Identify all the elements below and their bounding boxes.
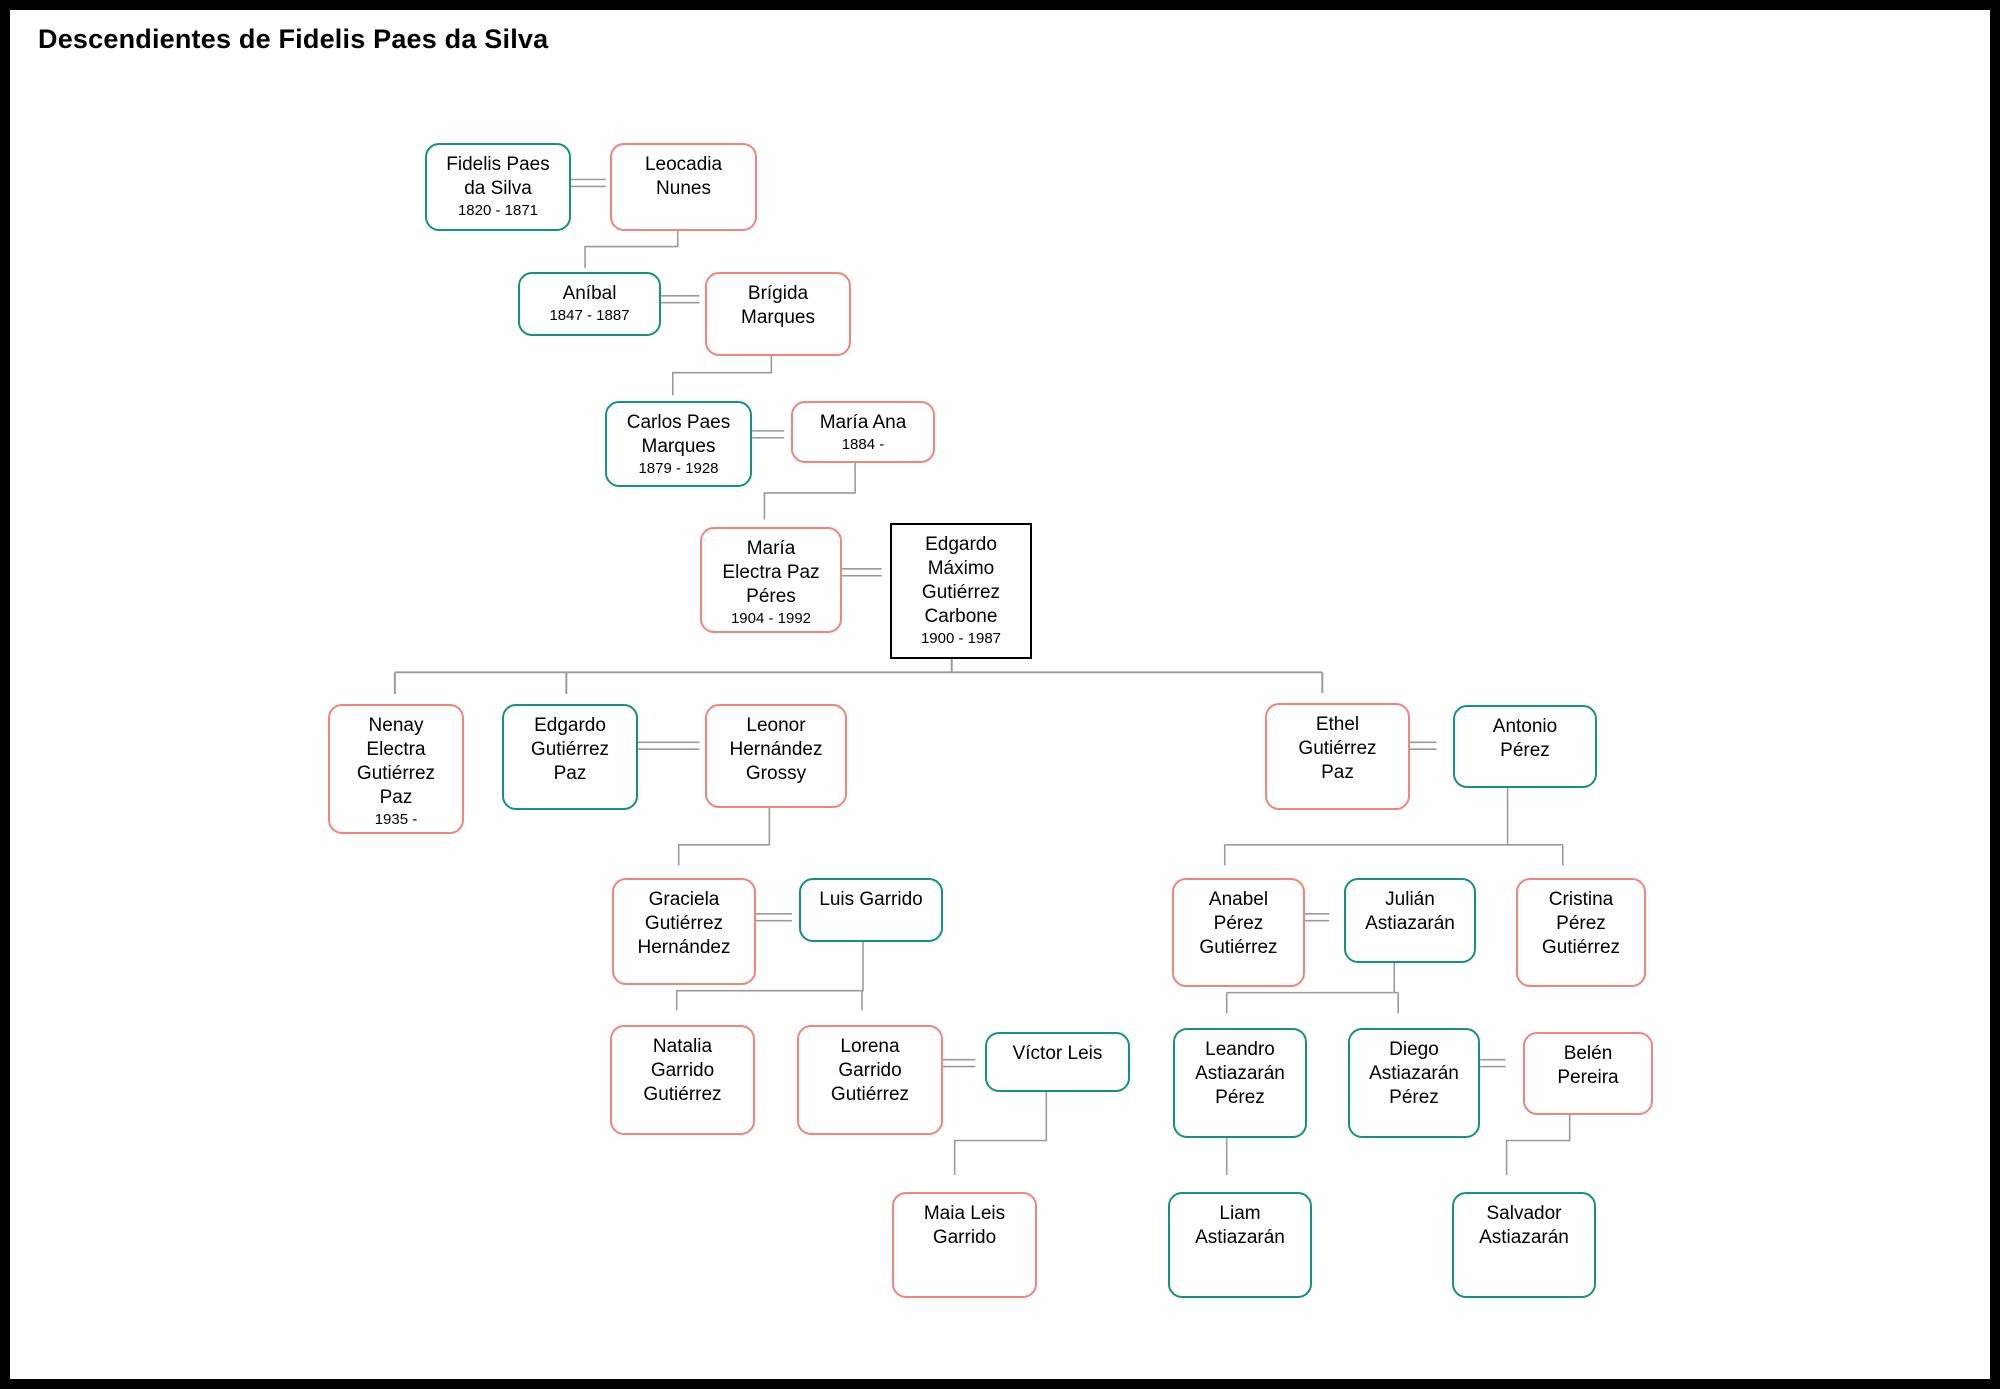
person-dates: 1884 - [841,436,885,453]
person-name: Cristina Pérez Gutiérrez [1541,889,1621,958]
person-victor-leis[interactable]: Víctor Leis [985,1032,1130,1092]
person-name: Aníbal [562,283,617,304]
person-name: Brígida Marques [741,283,815,328]
person-carlos-paes-marques[interactable]: Carlos Paes Marques 1879 - 1928 [605,401,752,487]
person-name: Carlos Paes Marques [626,412,731,457]
child-connector-antonio-children [1223,776,1564,866]
person-maria-electra-paz-peres[interactable]: María Electra Paz Péres 1904 - 1992 [700,527,842,633]
person-name: Nenay Electra Gutiérrez Paz [356,715,436,808]
child-connector-luis-children [675,928,864,1011]
marriage-connector-edgardogp-leonor [633,741,700,750]
person-graciela-gutierrez-hernandez[interactable]: Graciela Gutiérrez Hernández [612,878,756,985]
connector-lines [393,178,1571,1175]
person-name: María Ana [819,412,907,433]
child-connector-brigida-carlos [671,351,773,396]
person-name: María Electra Paz Péres [722,538,820,607]
person-name: Julián Astiazarán [1365,889,1455,934]
person-julian-astiazaran[interactable]: Julián Astiazarán [1344,878,1476,963]
person-name: Belén Pereira [1557,1043,1619,1088]
person-name: Ethel Gutiérrez Paz [1298,714,1377,783]
child-connector-leonor-graciela [677,796,771,866]
person-name: Anabel Pérez Gutiérrez [1199,889,1278,958]
child-connector-leocadia-anibal [584,227,679,269]
person-name: Natalia Garrido Gutiérrez [643,1036,722,1105]
person-antonio-perez[interactable]: Antonio Pérez [1453,705,1597,788]
person-dates: 1904 - 1992 [730,610,812,627]
person-leandro-astiazaran-perez[interactable]: Leandro Astiazarán Pérez [1173,1028,1307,1138]
person-anibal[interactable]: Aníbal 1847 - 1887 [518,272,661,336]
child-connector-edgardomaximo-children [393,649,1324,695]
child-connector-julian-children [1225,949,1399,1014]
person-name: Leonor Hernández Grossy [729,715,823,784]
person-anabel-perez-gutierrez[interactable]: Anabel Pérez Gutiérrez [1172,878,1305,987]
child-connector-victor-maia [953,1076,1048,1175]
person-maria-ana[interactable]: María Ana 1884 - [791,401,935,463]
person-cristina-perez-gutierrez[interactable]: Cristina Pérez Gutiérrez [1516,878,1646,987]
person-name: Salvador Astiazarán [1479,1203,1569,1248]
person-maia-leis-garrido[interactable]: Maia Leis Garrido [892,1192,1037,1298]
person-leocadia-nunes[interactable]: Leocadia Nunes [610,143,757,231]
person-diego-astiazaran-perez[interactable]: Diego Astiazarán Pérez [1348,1028,1480,1138]
person-fidelis-paes-da-silva[interactable]: Fidelis Paes da Silva 1820 - 1871 [425,143,571,231]
person-natalia-garrido-gutierrez[interactable]: Natalia Garrido Gutiérrez [610,1025,755,1135]
person-name: Leocadia Nunes [644,154,723,199]
person-dates: 1879 - 1928 [638,460,719,477]
person-dates: 1935 - [374,811,418,828]
person-name: Maia Leis Garrido [923,1203,1006,1248]
person-luis-garrido[interactable]: Luis Garrido [799,878,943,942]
person-dates: 1820 - 1871 [457,202,539,219]
person-lorena-garrido-gutierrez[interactable]: Lorena Garrido Gutiérrez [797,1025,943,1135]
person-name: Liam Astiazarán [1195,1203,1285,1248]
person-name: Luis Garrido [819,889,923,910]
person-name: Antonio Pérez [1492,716,1558,761]
person-name: Lorena Garrido Gutiérrez [830,1036,910,1105]
marriage-connector-anibal-brigida [656,295,700,304]
person-name: Edgardo Máximo Gutiérrez Carbone [921,534,1001,627]
person-dates: 1847 - 1887 [549,307,630,324]
person-nenay-electra-gutierrez-paz[interactable]: Nenay Electra Gutiérrez Paz 1935 - [328,704,464,834]
person-ethel-gutierrez-paz[interactable]: Ethel Gutiérrez Paz [1265,703,1410,810]
marriage-connector-mariaelectra-edgardomaximo [834,568,882,577]
page-title: Descendientes de Fidelis Paes da Silva [38,24,549,54]
person-belen-pereira[interactable]: Belén Pereira [1523,1032,1653,1115]
person-name: Graciela Gutiérrez Hernández [637,889,731,958]
person-salvador-astiazaran[interactable]: Salvador Astiazarán [1452,1192,1596,1298]
person-name: Edgardo Gutiérrez Paz [530,715,610,784]
person-dates: 1900 - 1987 [920,630,1002,647]
person-edgardo-maximo-gutierrez-carbone[interactable]: Edgardo Máximo Gutiérrez Carbone 1900 - … [890,523,1032,659]
person-leonor-hernandez-grossy[interactable]: Leonor Hernández Grossy [705,704,847,808]
person-name: Víctor Leis [1012,1043,1103,1064]
marriage-connector-graciela-luis [749,913,793,922]
person-name: Diego Astiazarán Pérez [1369,1039,1459,1108]
child-connector-mariaana-mariaelectra [763,456,856,520]
person-brigida-marques[interactable]: Brígida Marques [705,272,851,356]
person-name: Leandro Astiazarán Pérez [1195,1039,1285,1108]
person-name: Fidelis Paes da Silva [446,154,550,199]
person-edgardo-gutierrez-paz[interactable]: Edgardo Gutiérrez Paz [502,704,638,810]
child-connector-belen-salvador [1505,1099,1571,1175]
person-liam-astiazaran[interactable]: Liam Astiazarán [1168,1192,1312,1298]
marriage-connector-fidelis-leocadia [567,178,606,188]
marriage-connector-carlos-maria-ana [745,430,785,439]
